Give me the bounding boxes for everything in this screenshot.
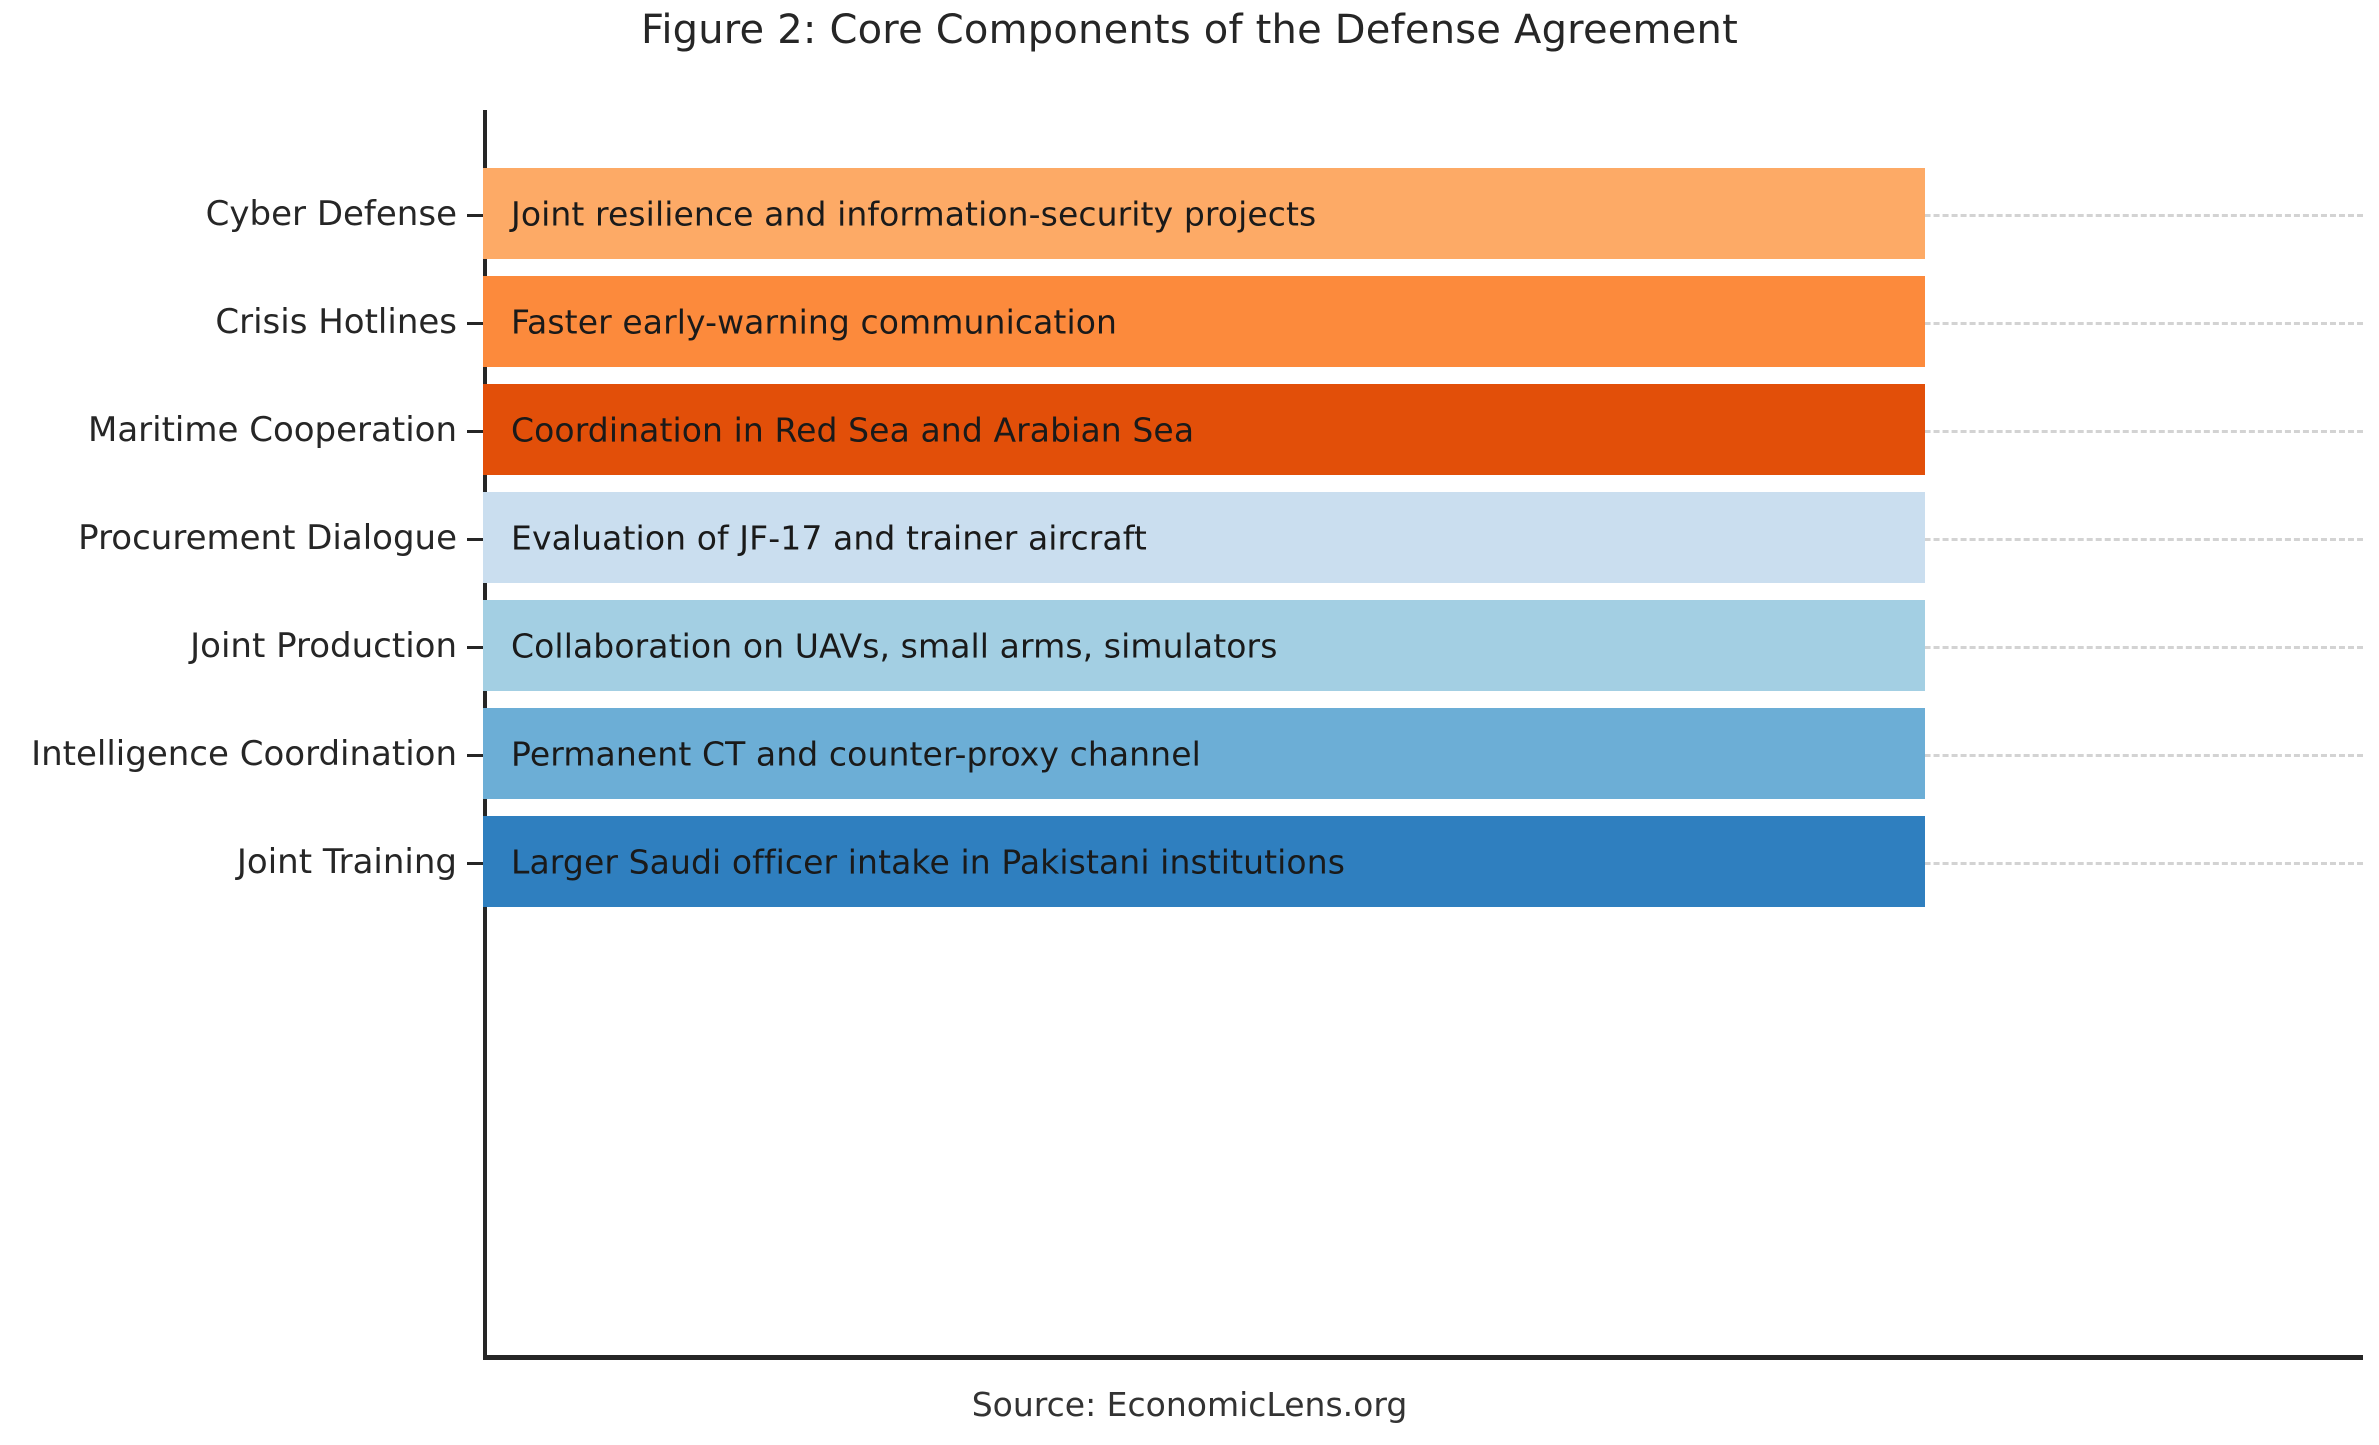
y-axis-tick-label: Intelligence Coordination [31, 733, 457, 774]
y-axis-tick-label: Maritime Cooperation [87, 409, 457, 450]
bar-value-label: Evaluation of JF-17 and trainer aircraft [511, 518, 1147, 557]
x-axis-spine [483, 1355, 2363, 1360]
bar-value-label: Faster early-warning communication [511, 302, 1118, 341]
y-axis-tick-label: Joint Production [190, 625, 457, 666]
y-axis-tick [467, 537, 483, 541]
y-axis-tick [467, 429, 483, 433]
plot-area: Joint resilience and information-securit… [467, 110, 2363, 1358]
bar-value-label: Joint resilience and information-securit… [511, 194, 1317, 233]
y-axis-tick [467, 861, 483, 865]
y-axis-tick-label: Procurement Dialogue [78, 517, 457, 558]
bar[interactable] [483, 492, 1925, 583]
y-axis-tick-label: Crisis Hotlines [215, 301, 457, 342]
y-axis-tick [467, 321, 483, 325]
chart-title: Figure 2: Core Components of the Defense… [641, 7, 1738, 53]
y-axis-tick-label: Joint Training [236, 841, 457, 882]
bar[interactable] [483, 384, 1925, 475]
bar[interactable] [483, 168, 1925, 259]
bar[interactable] [483, 276, 1925, 367]
y-axis-tick-label: Cyber Defense [205, 193, 457, 234]
bar-value-label: Permanent CT and counter-proxy channel [511, 734, 1201, 773]
bar[interactable] [483, 708, 1925, 799]
y-axis-tick [467, 645, 483, 649]
bar[interactable] [483, 600, 1925, 691]
bar[interactable] [483, 816, 1925, 907]
source-note: Source: EconomicLens.org [971, 1385, 1408, 1424]
bar-value-label: Collaboration on UAVs, small arms, simul… [511, 626, 1278, 665]
bar-value-label: Coordination in Red Sea and Arabian Sea [511, 410, 1195, 449]
bar-value-label: Larger Saudi officer intake in Pakistani… [511, 842, 1346, 881]
y-axis-tick [467, 753, 483, 757]
y-axis-tick [467, 213, 483, 217]
